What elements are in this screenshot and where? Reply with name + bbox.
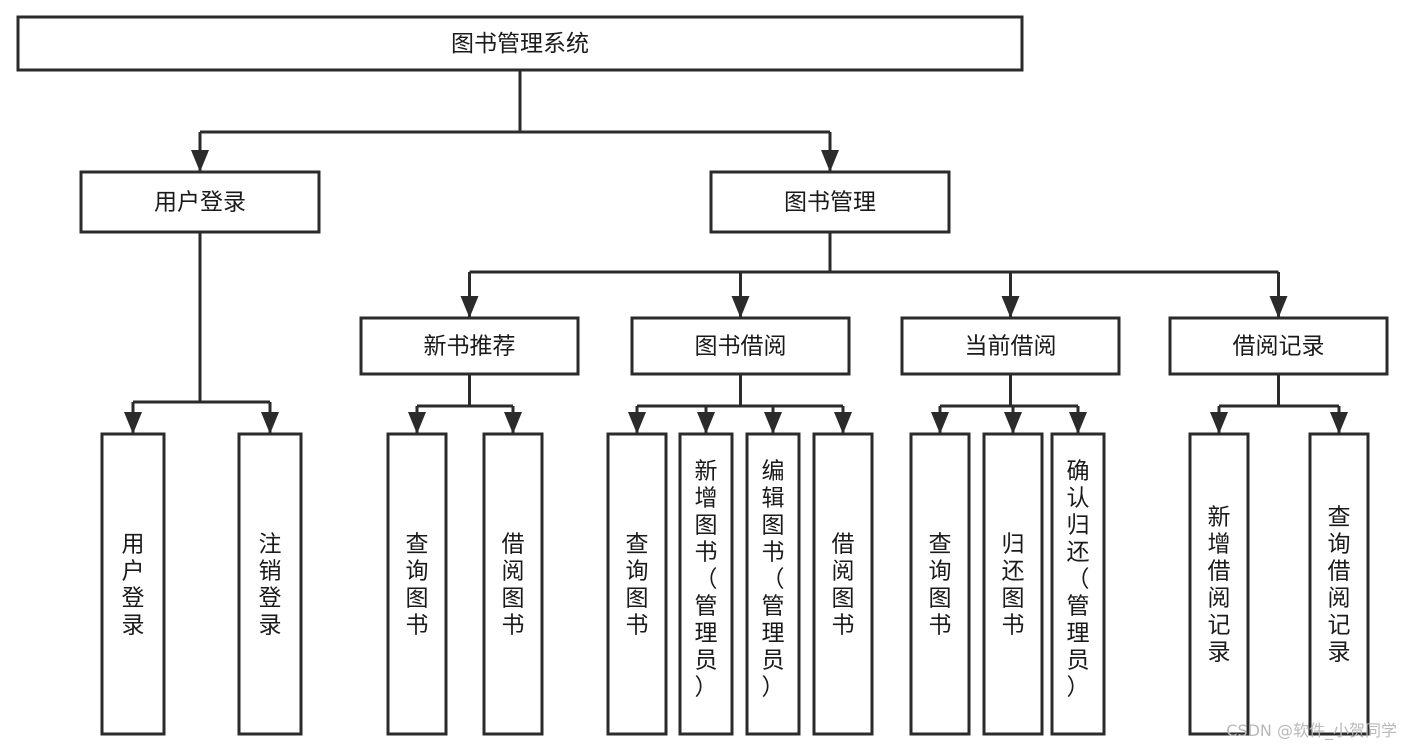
arrow-head-icon bbox=[834, 412, 852, 434]
node-box-leaf-confirm-return bbox=[1050, 432, 1106, 736]
node-label-leaf-user-logout: 注销登录 bbox=[259, 531, 282, 638]
arrow-head-icon bbox=[261, 412, 279, 434]
connectors-layer bbox=[124, 70, 1348, 434]
arrow-head-icon bbox=[731, 296, 750, 318]
node-box-leaf-add-book bbox=[678, 432, 734, 736]
node-label-leaf-edit-book: 编辑图书（管理员） bbox=[762, 458, 785, 700]
arrow-head-icon bbox=[1001, 296, 1020, 318]
arrow-head-icon bbox=[1069, 412, 1087, 434]
node-box-leaf-borrow-book-rec bbox=[482, 432, 544, 736]
node-box-leaf-borrow-book-bb bbox=[812, 432, 874, 736]
node-label-leaf-borrow-book-rec: 借阅图书 bbox=[502, 531, 525, 638]
node-borrow-record[interactable]: 借阅记录 bbox=[1168, 316, 1389, 376]
node-leaf-borrow-book-rec[interactable]: 借阅图书 bbox=[482, 432, 544, 736]
node-box-leaf-query-book-cb bbox=[909, 432, 971, 736]
node-box-leaf-add-record bbox=[1188, 432, 1250, 736]
node-box-leaf-query-book-bb bbox=[606, 432, 668, 736]
node-new-book-rec[interactable]: 新书推荐 bbox=[359, 316, 580, 376]
node-box-leaf-return-book bbox=[982, 432, 1044, 736]
node-book-manage[interactable]: 图书管理 bbox=[709, 170, 951, 234]
nodes-layer: 图书管理系统用户登录图书管理新书推荐图书借阅当前借阅借阅记录用户登录注销登录查询… bbox=[16, 15, 1389, 736]
node-label-leaf-query-book-rec: 查询图书 bbox=[406, 531, 429, 638]
arrow-head-icon bbox=[821, 150, 839, 172]
arrow-head-icon bbox=[1004, 412, 1022, 434]
node-leaf-user-login[interactable]: 用户登录 bbox=[100, 432, 166, 736]
node-root[interactable]: 图书管理系统 bbox=[16, 15, 1024, 72]
node-box-leaf-user-login bbox=[100, 432, 166, 736]
node-label-book-manage: 图书管理 bbox=[784, 190, 876, 216]
node-label-leaf-confirm-return: 确认归还（管理员） bbox=[1067, 458, 1090, 700]
arrow-head-icon bbox=[1330, 412, 1348, 434]
node-box-book-manage bbox=[709, 170, 951, 234]
node-book-borrow[interactable]: 图书借阅 bbox=[630, 316, 851, 376]
node-label-current-borrow: 当前借阅 bbox=[965, 334, 1057, 360]
node-leaf-user-logout[interactable]: 注销登录 bbox=[237, 432, 303, 736]
node-leaf-borrow-book-bb[interactable]: 借阅图书 bbox=[812, 432, 874, 736]
node-label-leaf-add-record: 新增借阅记录 bbox=[1208, 504, 1231, 665]
node-box-root bbox=[16, 15, 1024, 72]
node-leaf-query-book-bb[interactable]: 查询图书 bbox=[606, 432, 668, 736]
node-leaf-query-book-cb[interactable]: 查询图书 bbox=[909, 432, 971, 736]
node-box-user-login bbox=[79, 170, 321, 234]
node-leaf-return-book[interactable]: 归还图书 bbox=[982, 432, 1044, 736]
node-leaf-query-book-rec[interactable]: 查询图书 bbox=[386, 432, 448, 736]
node-box-borrow-record bbox=[1168, 316, 1389, 376]
node-box-leaf-user-logout bbox=[237, 432, 303, 736]
arrow-head-icon bbox=[697, 412, 715, 434]
node-label-leaf-query-book-bb: 查询图书 bbox=[626, 531, 649, 638]
node-label-book-borrow: 图书借阅 bbox=[695, 334, 787, 360]
node-label-leaf-user-login: 用户登录 bbox=[122, 531, 145, 638]
node-label-new-book-rec: 新书推荐 bbox=[424, 334, 516, 360]
node-box-current-borrow bbox=[900, 316, 1121, 376]
arrow-head-icon bbox=[408, 412, 426, 434]
arrow-head-icon bbox=[1210, 412, 1228, 434]
node-box-leaf-edit-book bbox=[745, 432, 801, 736]
arrow-head-icon bbox=[931, 412, 949, 434]
node-leaf-confirm-return[interactable]: 确认归还（管理员） bbox=[1050, 432, 1106, 736]
node-box-new-book-rec bbox=[359, 316, 580, 376]
arrow-head-icon bbox=[191, 150, 209, 172]
node-user-login[interactable]: 用户登录 bbox=[79, 170, 321, 234]
node-box-book-borrow bbox=[630, 316, 851, 376]
arrow-head-icon bbox=[628, 412, 646, 434]
node-box-leaf-query-record bbox=[1308, 432, 1370, 736]
node-label-leaf-borrow-book-bb: 借阅图书 bbox=[832, 531, 855, 638]
node-label-borrow-record: 借阅记录 bbox=[1233, 334, 1325, 360]
node-leaf-edit-book[interactable]: 编辑图书（管理员） bbox=[745, 432, 801, 736]
node-label-user-login: 用户登录 bbox=[154, 190, 246, 216]
arrow-head-icon bbox=[764, 412, 782, 434]
arrow-head-icon bbox=[124, 412, 142, 434]
node-current-borrow[interactable]: 当前借阅 bbox=[900, 316, 1121, 376]
node-box-leaf-query-book-rec bbox=[386, 432, 448, 736]
node-label-root: 图书管理系统 bbox=[451, 31, 589, 57]
node-label-leaf-query-record: 查询借阅记录 bbox=[1328, 504, 1351, 665]
node-label-leaf-query-book-cb: 查询图书 bbox=[929, 531, 952, 638]
node-leaf-query-record[interactable]: 查询借阅记录 bbox=[1308, 432, 1370, 736]
node-label-leaf-return-book: 归还图书 bbox=[1002, 531, 1025, 638]
node-leaf-add-book[interactable]: 新增图书（管理员） bbox=[678, 432, 734, 736]
node-leaf-add-record[interactable]: 新增借阅记录 bbox=[1188, 432, 1250, 736]
arrow-head-icon bbox=[504, 412, 522, 434]
node-label-leaf-add-book: 新增图书（管理员） bbox=[695, 458, 718, 700]
arrow-head-icon bbox=[460, 296, 479, 318]
arrow-head-icon bbox=[1269, 296, 1288, 318]
